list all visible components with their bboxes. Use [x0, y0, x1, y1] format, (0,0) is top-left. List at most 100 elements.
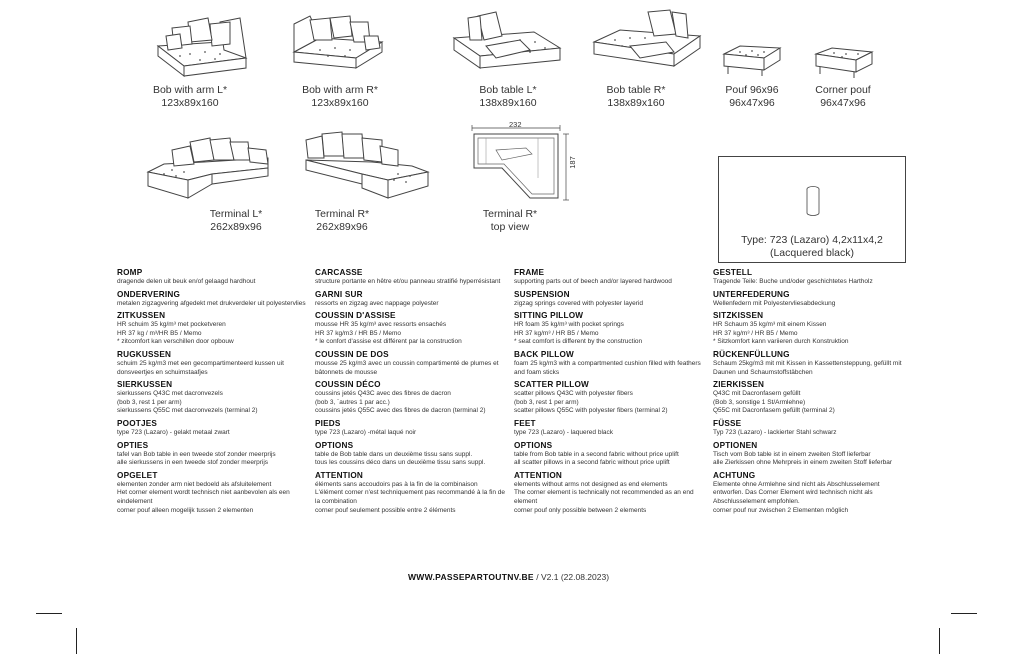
bob-arm-l-illustration	[156, 17, 248, 78]
spec-section-text: type 723 (Lazaro) - laquered black	[514, 428, 614, 436]
spec-section-title: CARCASSE	[315, 268, 363, 277]
spec-section-text: type 723 (Lazaro) - gelakt metaal zwart	[117, 428, 230, 436]
spec-section-title: SITTING PILLOW	[514, 311, 584, 321]
spec-section-text: mousse 25 kg/m3 avec un coussin comparti…	[315, 359, 499, 376]
spec-section-title: OPTIONS	[514, 440, 553, 450]
spec-section-text: foam 25 kg/m3 with a compartmented cushi…	[514, 359, 701, 376]
product-name: Terminal L*	[209, 208, 263, 220]
spec-section-title: UNTERFEDERUNG	[713, 289, 790, 299]
product-name: Bob with arm R*	[302, 84, 378, 96]
spec-section-title: ACHTUNG	[713, 470, 756, 480]
topview-width-label: 232	[509, 120, 522, 129]
spec-section-text: ressorts en zigzag avec nappage polyeste…	[315, 299, 439, 307]
spec-section-text: éléments sans accoudoirs pas à la fin de…	[315, 480, 506, 514]
product-dims: 123x89x160	[161, 97, 219, 109]
spec-section-text: HR schuim 35 kg/m³ met pocketveren HR 37…	[117, 321, 234, 346]
pouf-illustration	[722, 45, 782, 76]
spec-section-title: ATTENTION	[514, 470, 563, 480]
product-caption: Bob with arm L* 123x89x160	[130, 84, 250, 110]
spec-section-text: schuim 25 kg/m3 met een gecompartimentee…	[117, 359, 284, 376]
spec-section-title: BACK PILLOW	[514, 349, 574, 359]
spec-section-title: RUGKUSSEN	[117, 349, 172, 359]
spec-section-title: FÜSSE	[713, 418, 742, 428]
product-caption: Bob table L* 138x89x160	[448, 84, 568, 110]
product-name: Bob with arm L*	[152, 84, 228, 96]
spec-section-title: OPTIONS	[315, 440, 354, 450]
product-dims: 262x89x96	[316, 221, 368, 233]
corner-pouf-illustration	[814, 47, 874, 78]
product-dims: 123x89x160	[311, 97, 369, 109]
spec-section-text: tafel van Bob table in een tweede stof z…	[117, 450, 276, 467]
spec-section-text: table de Bob table dans un deuxième tiss…	[315, 450, 486, 467]
spec-section-text: HR Schaum 35 kg/m³ mit einem Kissen HR 3…	[713, 321, 849, 346]
spec-section-text: type 723 (Lazaro) -métal laqué noir	[315, 428, 417, 436]
bob-arm-r-illustration	[292, 15, 384, 69]
spec-section-title: COUSSIN DÉCO	[315, 380, 381, 390]
spec-section-title: ZIERKISSEN	[713, 380, 765, 390]
spec-section-title: ATTENTION	[315, 470, 364, 480]
spec-section-text: elements without arms not designed as en…	[514, 480, 694, 514]
product-name: Corner pouf	[815, 84, 871, 96]
spec-section-text: supporting parts out of beech and/or lay…	[514, 278, 672, 285]
spec-section-text: elementen zonder arm niet bedoeld als af…	[117, 480, 290, 514]
product-caption: Corner pouf 96x47x96	[802, 84, 884, 110]
bob-table-l-illustration	[452, 11, 562, 69]
footer: WWW.PASSEPARTOUTNV.BE / V2.1 (22.08.2023…	[0, 572, 1017, 582]
product-caption: Bob with arm R* 123x89x160	[280, 84, 400, 110]
foot-caption: Type: 723 (Lazaro) 4,2x11x4,2 (Lacquered…	[719, 234, 905, 260]
spec-section-title: ONDERVERING	[117, 289, 181, 299]
product-name: Terminal R*	[482, 208, 538, 220]
product-dims: 96x47x96	[820, 97, 866, 109]
product-dims: 96x47x96	[729, 97, 775, 109]
spec-section-text: coussins jetés Q43C avec des fibres de d…	[315, 390, 486, 415]
foot-finish: (Lacquered black)	[769, 247, 855, 259]
spec-section-title: COUSSIN D'ASSISE	[315, 311, 396, 321]
foot-detail-box: Type: 723 (Lazaro) 4,2x11x4,2 (Lacquered…	[718, 156, 906, 263]
spec-section-title: OPTIES	[117, 440, 149, 450]
product-name: Bob table L*	[479, 84, 537, 96]
crop-mark	[939, 628, 940, 654]
spec-section-text: HR foam 35 kg/m³ with pocket springs HR …	[514, 321, 643, 346]
spec-section-text: Typ 723 (Lazaro) - lackierter Stahl schw…	[713, 428, 837, 436]
product-name: Pouf 96x96	[725, 84, 779, 96]
spec-section-title: FEET	[514, 418, 536, 428]
terminal-r-illustration	[305, 131, 430, 199]
spec-section-title: SUSPENSION	[514, 289, 570, 299]
spec-section-title: COUSSIN DE DOS	[315, 349, 389, 359]
product-caption: Terminal L* 262x89x96	[176, 208, 296, 234]
footer-url[interactable]: WWW.PASSEPARTOUTNV.BE	[407, 572, 534, 582]
product-caption: Terminal R* 262x89x96	[282, 208, 402, 234]
bob-table-r-illustration	[592, 9, 702, 67]
spec-section-text: table from Bob table in a second fabric …	[514, 450, 679, 467]
topview-depth-label: 187	[567, 156, 577, 169]
product-caption: Bob table R* 138x89x160	[576, 84, 696, 110]
spec-section-text: Tragende Teile: Buche und/oder geschicht…	[713, 278, 873, 285]
spec-section-title: RÜCKENFÜLLUNG	[713, 349, 790, 359]
footer-version: / V2.1 (22.08.2023)	[533, 572, 610, 582]
